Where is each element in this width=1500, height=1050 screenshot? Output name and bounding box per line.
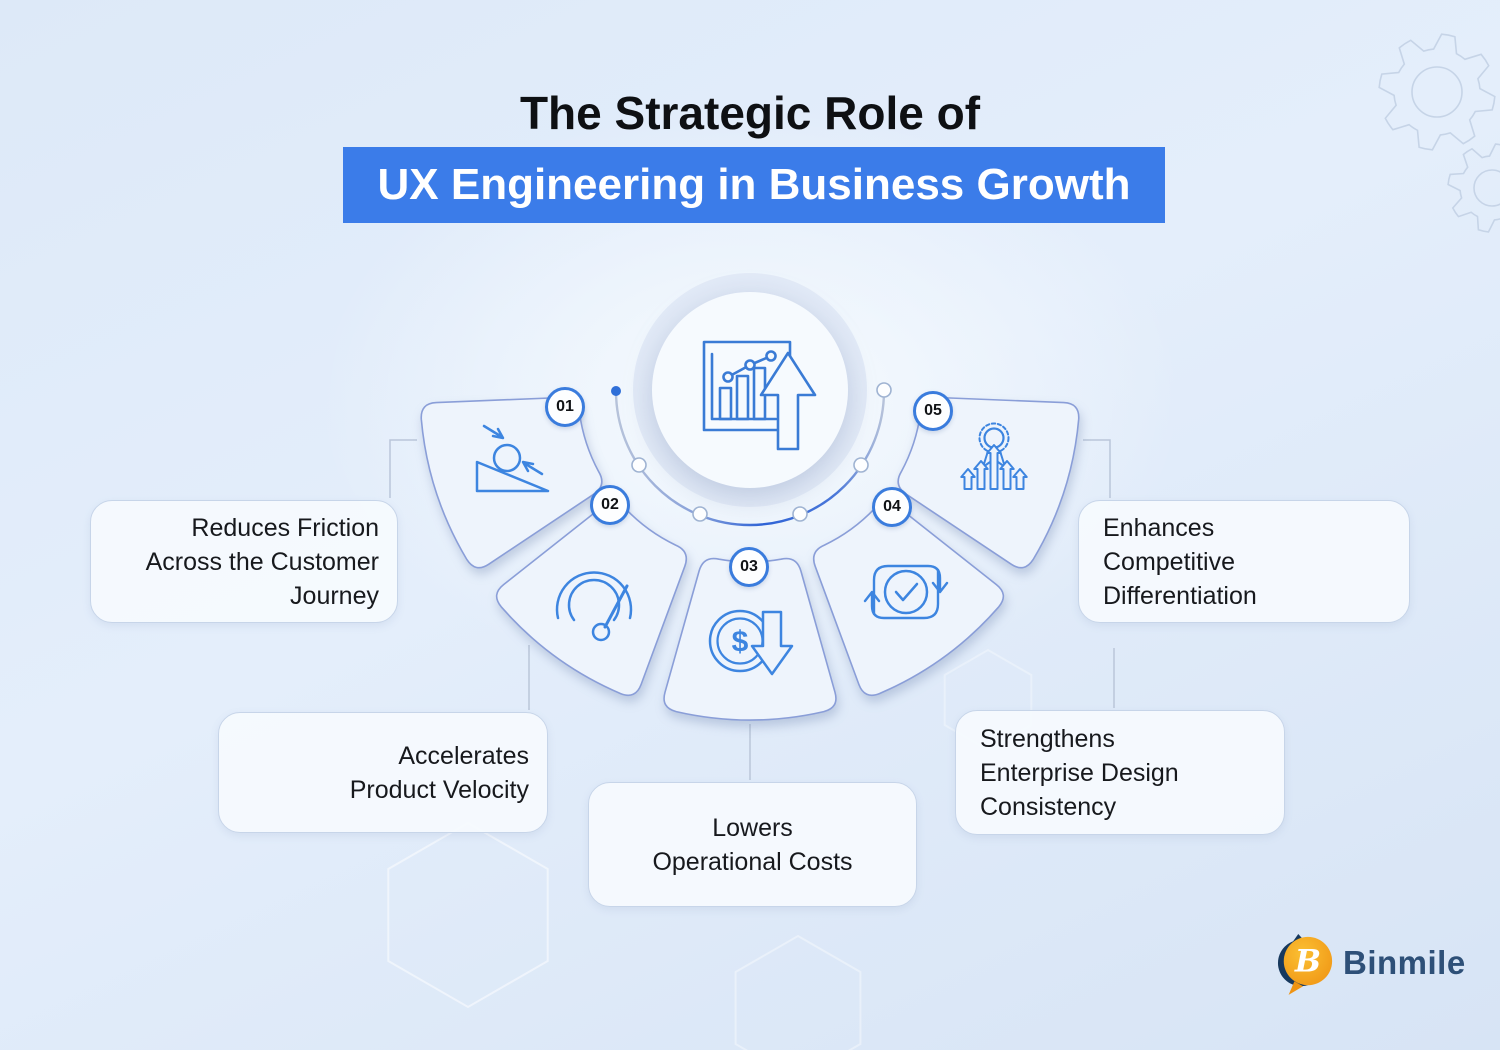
connector-item-01 <box>389 439 417 498</box>
badge-03: 03 <box>729 547 769 587</box>
gear-icon <box>1447 143 1500 233</box>
item-label: Reduces Friction Across the Customer Jou… <box>145 513 379 610</box>
connector-lines <box>389 439 1115 780</box>
center-hub <box>633 273 867 507</box>
cost-reduction-icon: $ <box>708 609 794 676</box>
connector-item-05 <box>1083 439 1111 498</box>
arc-start-dot <box>611 386 621 396</box>
dollar-glyph: $ <box>732 626 749 659</box>
logo-mark-icon: B <box>1277 934 1333 995</box>
item-label: Enhances Competitive Differentiation <box>1103 513 1257 610</box>
arc-dot <box>692 506 708 522</box>
page-title: The Strategic Role of <box>519 87 981 139</box>
label-box-02: Accelerates Product Velocity <box>218 712 548 833</box>
logo-text: Binmile <box>1343 944 1466 981</box>
up-arrow-icon <box>999 460 1015 490</box>
binmile-logo: B Binmile <box>1277 931 1466 995</box>
item-label: Accelerates Product Velocity <box>349 741 529 804</box>
label-box-04: Strengthens Enterprise Design Consistenc… <box>955 710 1285 835</box>
label-box-03: Lowers Operational Costs <box>588 782 917 907</box>
cycle-check-icon <box>863 564 949 620</box>
label-box-05: Enhances Competitive Differentiation <box>1078 500 1410 623</box>
svg-text:B: B <box>1294 944 1321 980</box>
center-disc <box>652 292 848 488</box>
badge-04: 04 <box>872 487 912 527</box>
speedometer-icon <box>555 571 633 642</box>
badge-02: 02 <box>590 485 630 525</box>
item-label: Strengthens Enterprise Design Consistenc… <box>980 724 1179 821</box>
up-arrow-icon <box>986 444 1002 490</box>
hexagon-outline <box>734 934 862 1050</box>
title-banner: UX Engineering in Business Growth <box>343 147 1165 223</box>
arc-line <box>614 390 886 527</box>
up-arrow-icon <box>960 468 976 490</box>
arc-dot <box>792 506 808 522</box>
gear-decoration <box>1378 33 1500 233</box>
segment-petal-03 <box>663 557 837 721</box>
badge-01: 01 <box>545 387 585 427</box>
arc-dot <box>853 457 869 473</box>
label-box-01: Reduces Friction Across the Customer Jou… <box>90 500 398 623</box>
gear-icon <box>1378 33 1496 151</box>
award-growth-icon <box>960 422 1028 490</box>
segment-petal-01 <box>897 396 1080 569</box>
hexagon-outline <box>387 821 549 1009</box>
item-label: Lowers Operational Costs <box>652 813 853 876</box>
up-arrow-icon <box>1012 468 1028 490</box>
title-banner-text: UX Engineering in Business Growth <box>377 160 1131 209</box>
friction-ramp-icon <box>475 424 550 493</box>
badge-05: 05 <box>913 391 953 431</box>
progress-arc <box>611 382 892 527</box>
arc-end-dot <box>876 382 892 398</box>
arc-dot <box>631 457 647 473</box>
up-arrow-icon <box>973 460 989 490</box>
growth-chart-icon <box>702 340 817 451</box>
segment-petal-02 <box>812 501 1005 697</box>
